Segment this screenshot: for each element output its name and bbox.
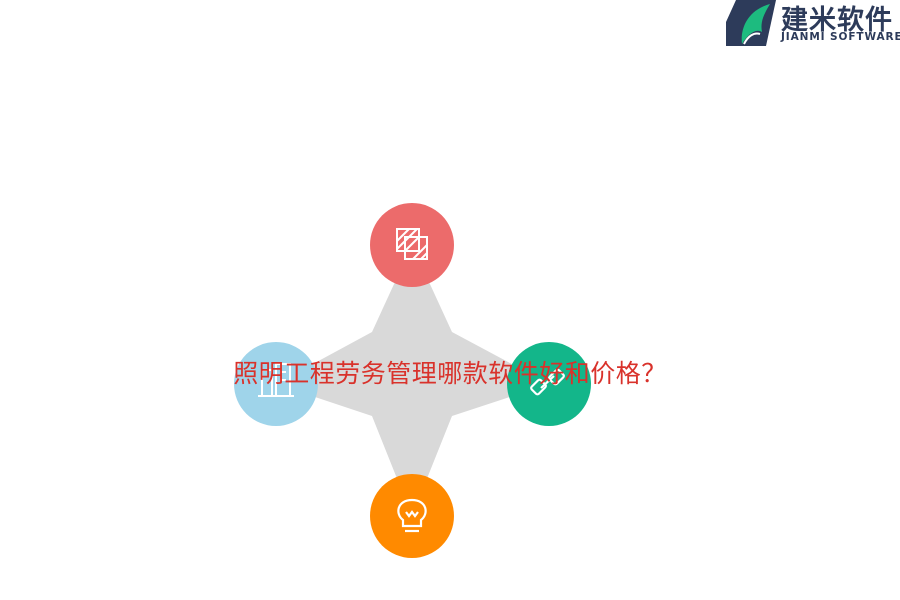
- node-top: [370, 203, 454, 287]
- node-right: [507, 342, 591, 426]
- node-left: [234, 342, 318, 426]
- jianmi-logo-icon: [726, 0, 776, 46]
- link-icon: [530, 368, 565, 396]
- node-bottom: [370, 474, 454, 558]
- lightbulb-icon: [397, 498, 427, 533]
- brand-name-cn: 建米软件: [781, 5, 893, 36]
- star-shape: [276, 245, 549, 516]
- page-title: 照明工程劳务管理哪款软件好和价格？: [233, 359, 667, 388]
- building-icon: [258, 363, 294, 397]
- layers-icon: [396, 228, 428, 260]
- brand-name-en: JIANMI SOFTWARE: [781, 31, 900, 43]
- brand-logo: 建米软件 JIANMI SOFTWARE: [726, 0, 900, 46]
